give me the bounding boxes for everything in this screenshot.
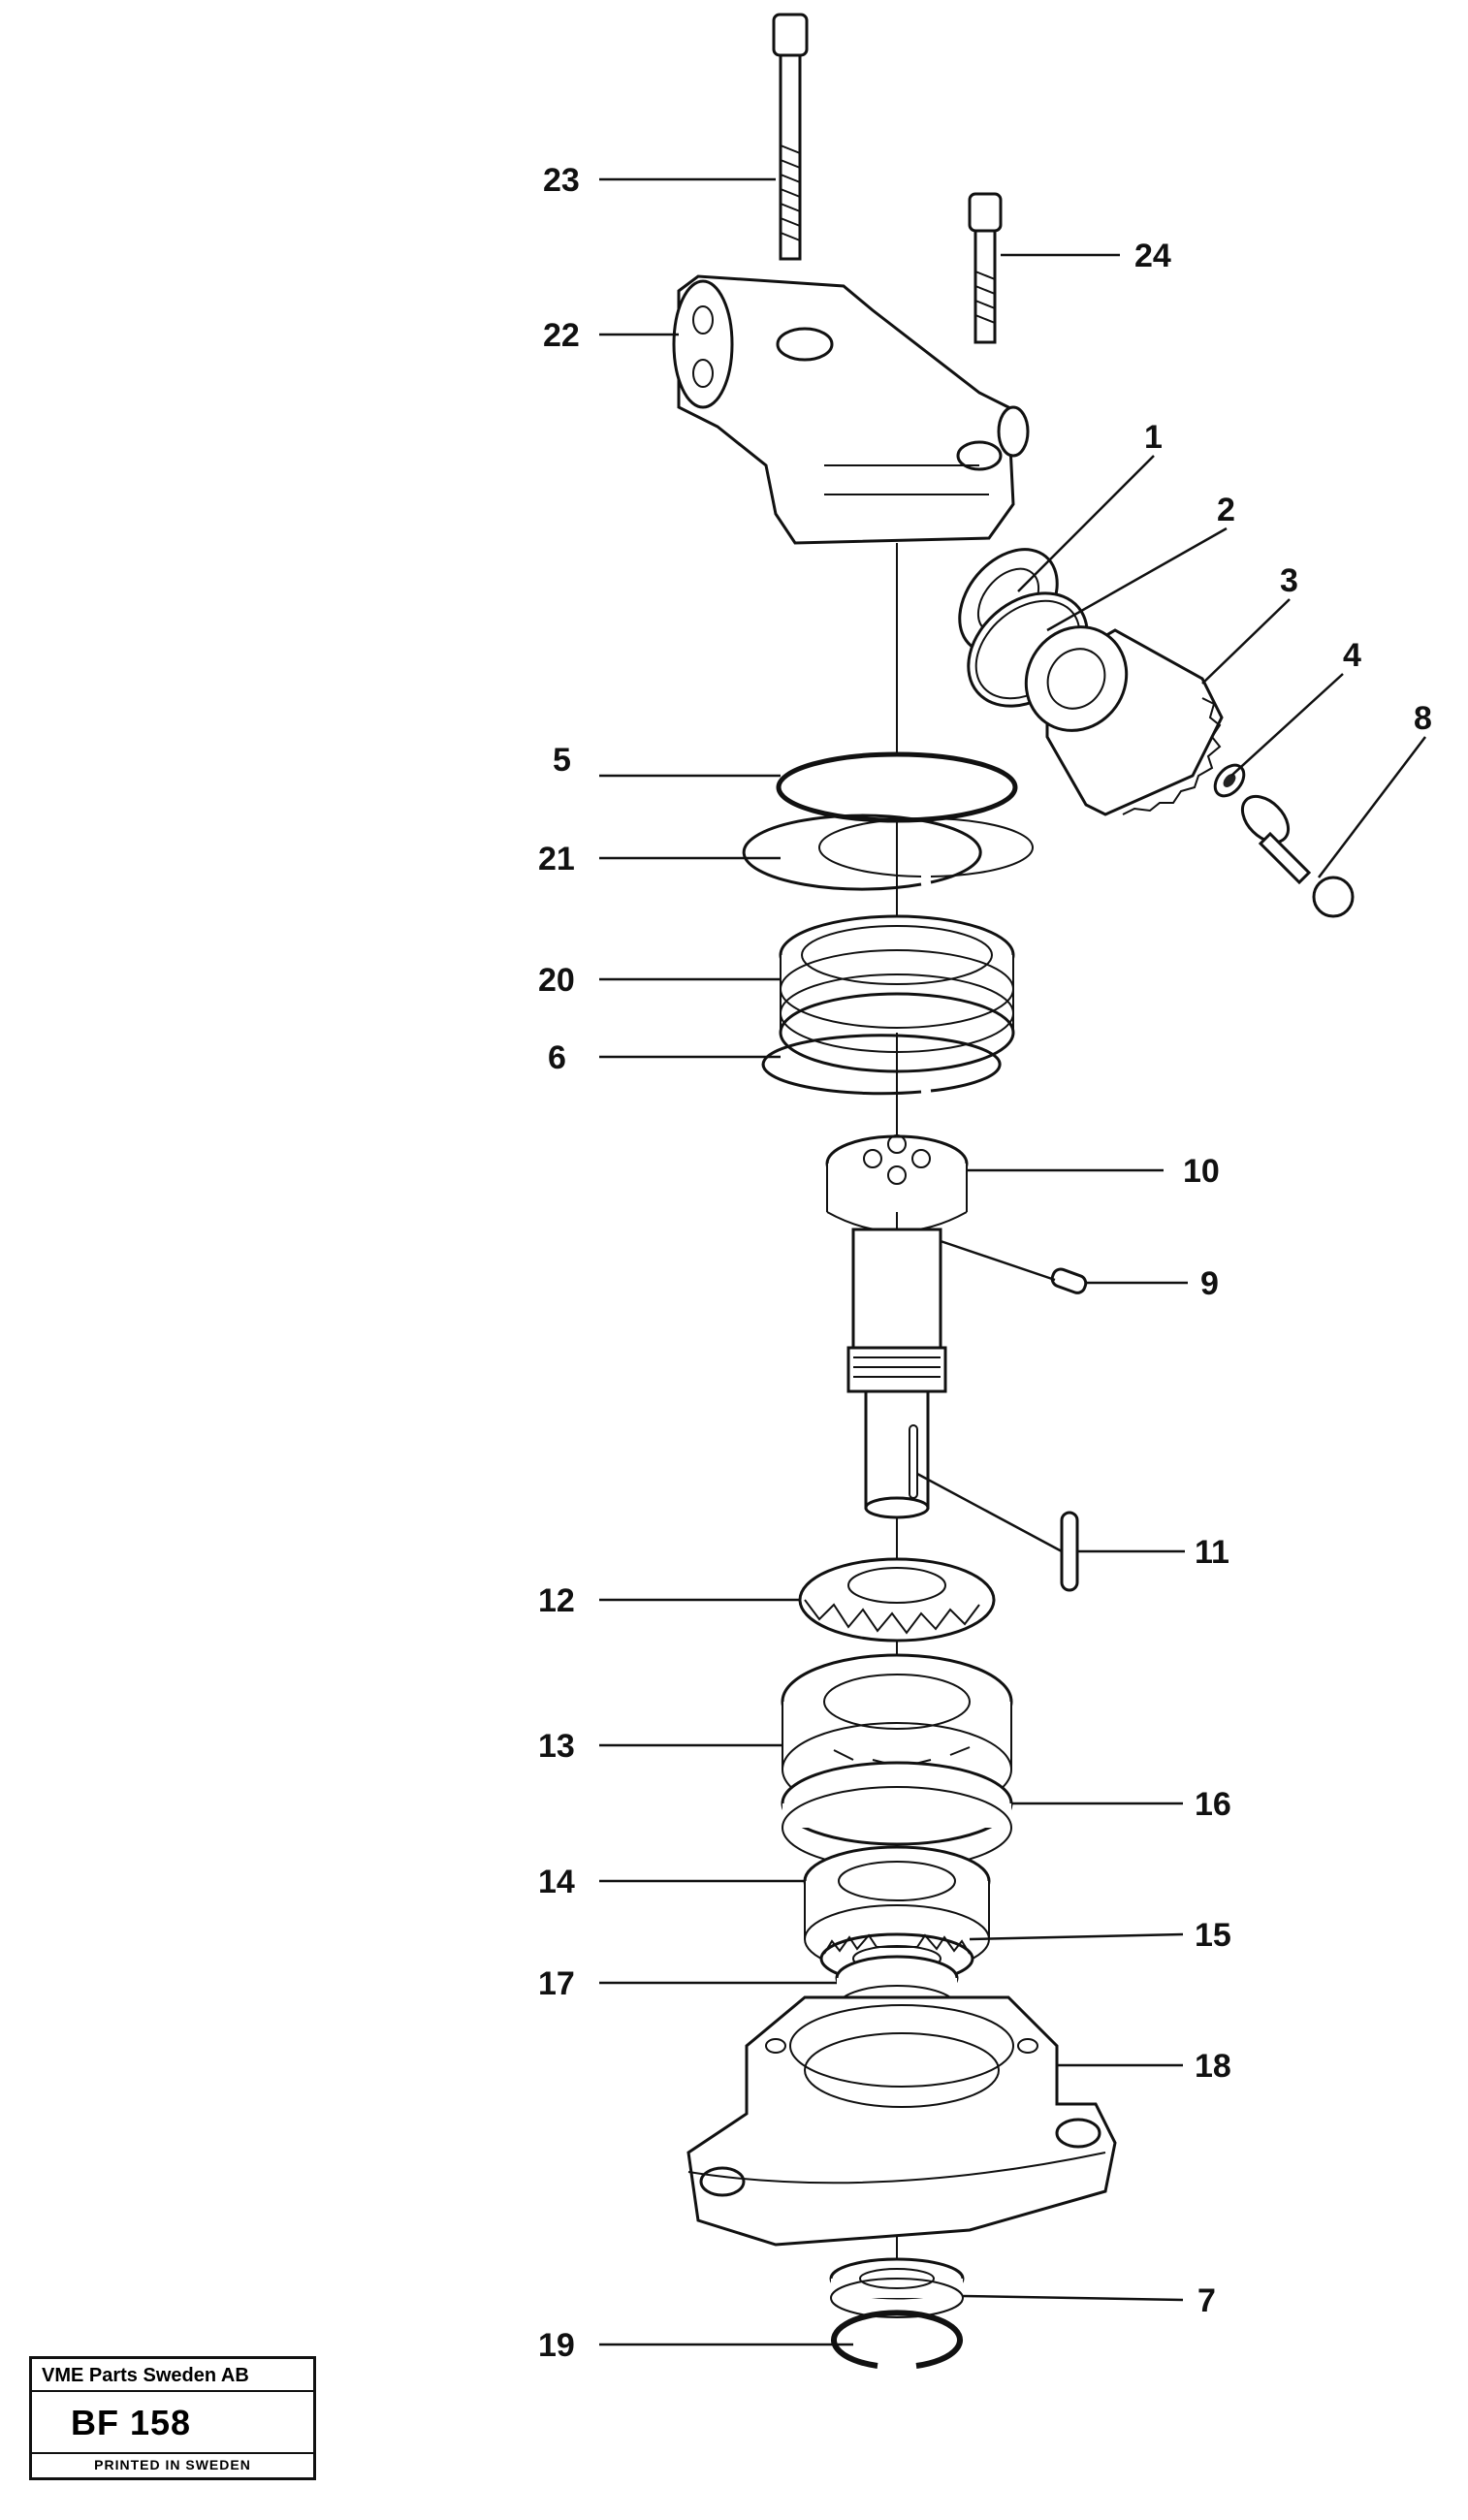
callout-21: 21 [538, 841, 575, 877]
callout-11: 11 [1195, 1534, 1229, 1571]
part-10-shaft [825, 1134, 969, 1519]
callout-18: 18 [1195, 2048, 1231, 2085]
part-6-ring [761, 1034, 1002, 1096]
title-block-printed: PRINTED IN SWEDEN [32, 2452, 313, 2477]
part-9-pin [1050, 1267, 1088, 1294]
callout-13: 13 [538, 1728, 575, 1765]
callout-15: 15 [1195, 1917, 1231, 1954]
title-block-company: VME Parts Sweden AB [32, 2359, 313, 2392]
part-3-bevel-gear [1024, 625, 1224, 816]
callout-20: 20 [538, 962, 575, 999]
part-14-bearing [803, 1845, 991, 1974]
callout-14: 14 [538, 1864, 575, 1900]
callout-12: 12 [538, 1582, 575, 1619]
part-19-circlip [831, 2310, 963, 2369]
part-16-spacer [781, 1761, 1013, 1869]
part-23-bolt [772, 13, 809, 261]
callout-9: 9 [1200, 1265, 1219, 1302]
title-block-code: BF 158 [71, 2403, 192, 2442]
part-7-bearing [829, 2257, 965, 2318]
part-21-split-ring [742, 813, 1034, 891]
part-12-bevel-gear [798, 1557, 996, 1643]
callout-10: 10 [1183, 1153, 1220, 1190]
part-5-o-ring [776, 751, 1018, 823]
callout-4: 4 [1343, 637, 1361, 674]
part-8-ball-joint [1240, 794, 1355, 918]
title-block: VME Parts Sweden AB BF 158 PRINTED IN SW… [29, 2356, 316, 2480]
callout-6: 6 [548, 1039, 566, 1076]
callout-5: 5 [553, 742, 571, 779]
callout-23: 23 [543, 162, 580, 199]
part-24-bolt [968, 192, 1003, 344]
part-11-key [1060, 1511, 1079, 1592]
callout-7: 7 [1197, 2282, 1216, 2319]
part-18-flange-housing [686, 1995, 1117, 2247]
callout-16: 16 [1195, 1786, 1231, 1823]
callout-24: 24 [1134, 238, 1171, 274]
callout-19: 19 [538, 2327, 575, 2364]
callout-2: 2 [1217, 492, 1235, 528]
part-13-bearing [781, 1653, 1013, 1817]
part-22-housing [672, 274, 1030, 545]
callout-17: 17 [538, 1965, 575, 2002]
callout-8: 8 [1414, 700, 1432, 737]
callout-22: 22 [543, 317, 580, 354]
part-20-bush [779, 914, 1015, 1073]
callout-3: 3 [1280, 562, 1298, 599]
leader-lines [599, 177, 1426, 2346]
callout-1: 1 [1144, 419, 1163, 456]
part-4-washer [1213, 763, 1246, 798]
